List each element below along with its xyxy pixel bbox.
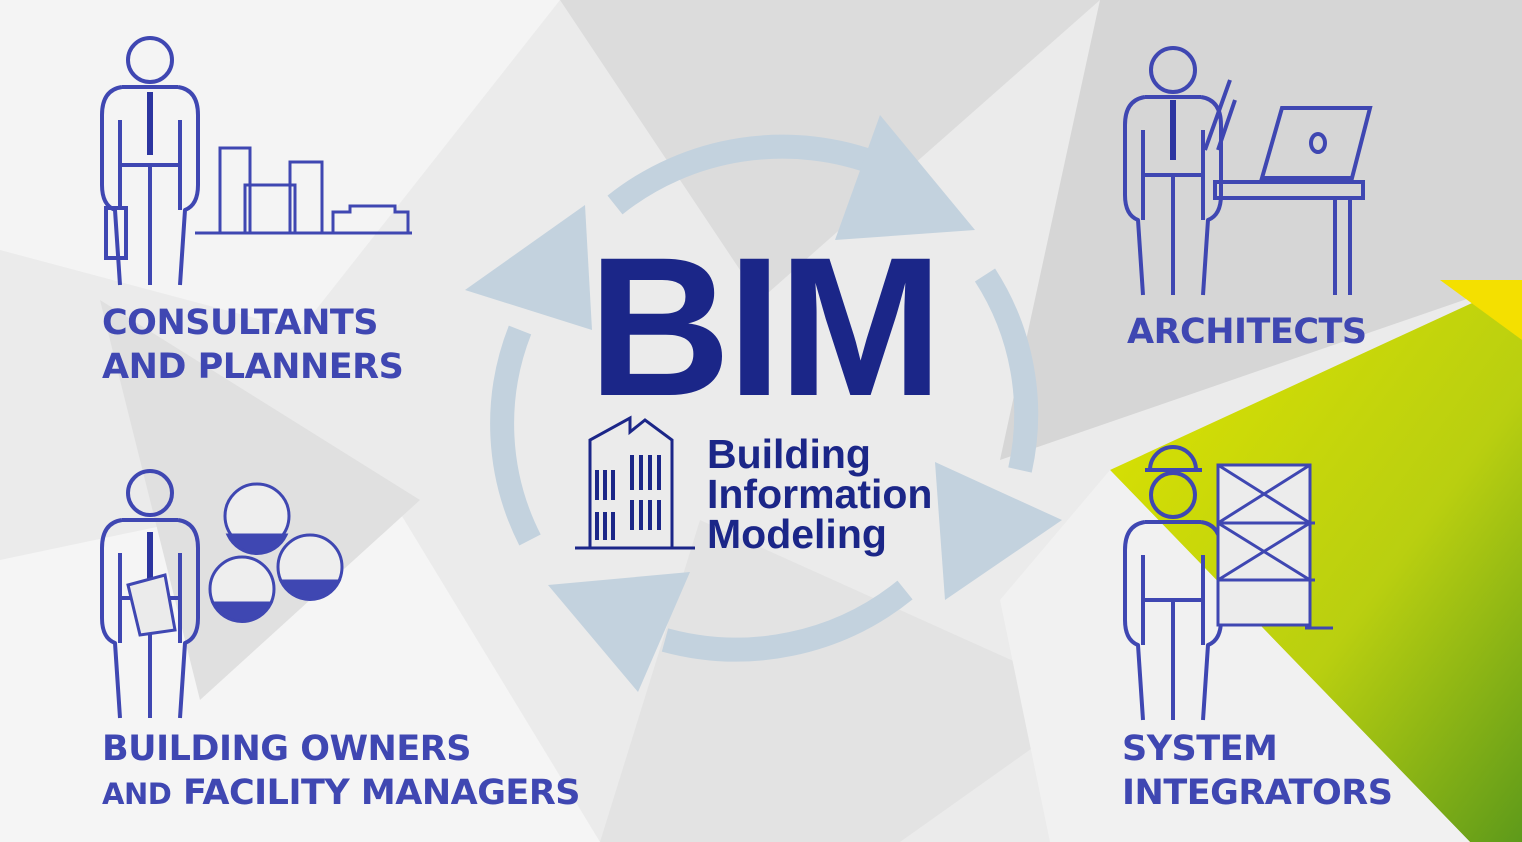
owner-person-icon bbox=[100, 469, 200, 720]
owners-facility-managers: FACILITY MANAGERS bbox=[171, 773, 581, 813]
owners-label: BUILDING OWNERS AND FACILITY MANAGERS bbox=[102, 727, 580, 816]
consultants-label: CONSULTANTS AND PLANNERS bbox=[102, 301, 404, 389]
owners-line-2: AND FACILITY MANAGERS bbox=[102, 771, 580, 816]
integrators-label: SYSTEM INTEGRATORS bbox=[1122, 727, 1393, 815]
architects-label: ARCHITECTS bbox=[1127, 310, 1367, 354]
consultant-person-icon bbox=[100, 36, 200, 287]
facility-circles-icon bbox=[208, 482, 344, 623]
laptop-desk-icon bbox=[1213, 106, 1373, 295]
subtitle-line-1: Building bbox=[707, 431, 871, 477]
cycle-arrows-icon bbox=[490, 134, 1039, 662]
subtitle-line-2: Information bbox=[707, 471, 933, 517]
city-skyline-icon bbox=[195, 146, 412, 235]
owners-and: AND bbox=[102, 777, 172, 811]
subtitle-line-3: Modeling bbox=[707, 511, 887, 557]
integrators-line-2: INTEGRATORS bbox=[1122, 773, 1393, 813]
bim-subtitle: Building Information Modeling bbox=[707, 431, 933, 557]
bim-title: BIM bbox=[588, 216, 943, 437]
green-accent-shape bbox=[1110, 280, 1522, 842]
consultants-line-1: CONSULTANTS bbox=[102, 303, 379, 343]
owners-line-1: BUILDING OWNERS bbox=[102, 729, 471, 769]
consultants-line-2: AND PLANNERS bbox=[102, 347, 404, 387]
building-logo-icon bbox=[575, 415, 695, 550]
architects-line-1: ARCHITECTS bbox=[1127, 312, 1367, 352]
architect-person-icon bbox=[1123, 46, 1237, 297]
integrator-person-icon bbox=[1123, 445, 1223, 722]
integrators-line-1: SYSTEM bbox=[1122, 729, 1278, 769]
scaffold-icon bbox=[1216, 463, 1333, 630]
